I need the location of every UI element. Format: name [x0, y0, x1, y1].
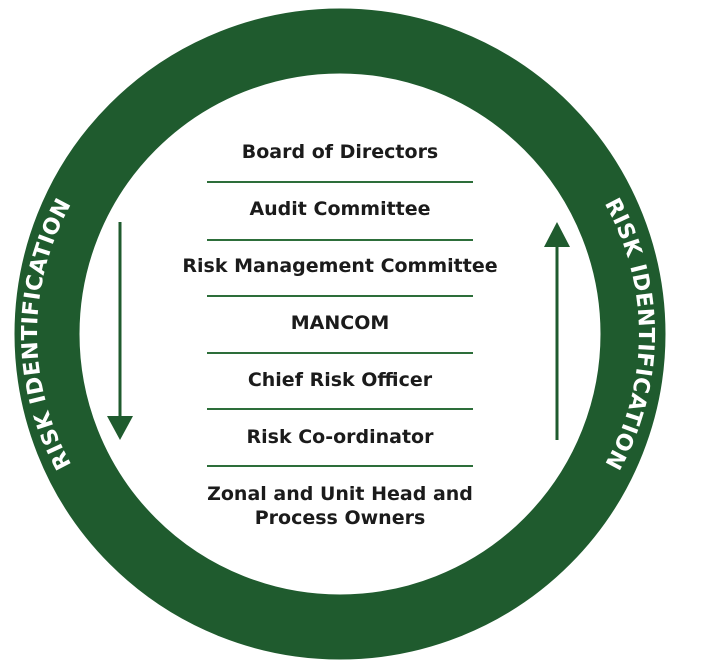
divider [207, 239, 473, 241]
down-arrow-icon [107, 222, 133, 440]
level-zonal-unit-head: Zonal and Unit Head and Process Owners [207, 483, 473, 529]
outer-ring [14, 8, 666, 660]
level-risk-coordinator: Risk Co-ordinator [246, 426, 434, 448]
divider [207, 352, 473, 354]
level-mancom: MANCOM [290, 312, 390, 334]
divider [207, 465, 473, 467]
level-audit-committee: Audit Committee [249, 198, 431, 220]
level-chief-risk-officer: Chief Risk Officer [247, 369, 433, 391]
level-board-of-directors: Board of Directors [241, 141, 439, 163]
level-risk-management-committee: Risk Management Committee [182, 255, 498, 277]
divider [207, 295, 473, 297]
divider [207, 408, 473, 410]
divider [207, 181, 473, 183]
up-arrow-icon [544, 222, 570, 440]
